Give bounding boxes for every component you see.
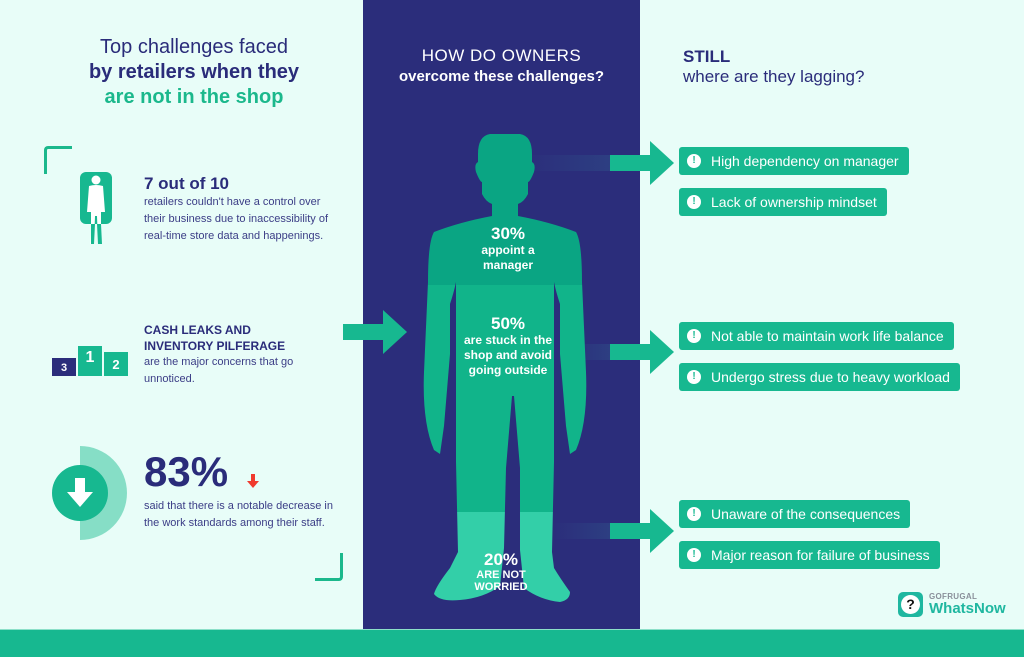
stat-cash-leaks: CASH LEAKS AND INVENTORY PILFERAGE are t…	[144, 322, 344, 388]
person-icon	[80, 172, 112, 244]
footer-band	[0, 629, 1024, 657]
lagging-item: ! Major reason for failure of business	[679, 541, 940, 569]
right-heading: STILL where are they lagging?	[683, 47, 864, 87]
down-arrow-circle-icon	[50, 446, 130, 540]
down-arrow-icon	[247, 474, 259, 488]
center-heading: HOW DO OWNERS overcome these challenges?	[363, 45, 640, 87]
lagging-item-label: Undergo stress due to heavy workload	[711, 369, 950, 385]
left-heading-line3: are not in the shop	[104, 86, 284, 108]
arrow-right-icon	[610, 509, 674, 553]
stat2-headline-line1: CASH LEAKS AND	[144, 323, 251, 337]
stat2-headline-line2: INVENTORY PILFERAGE	[144, 339, 286, 353]
center-heading-line1: HOW DO OWNERS	[421, 46, 582, 65]
person-silhouette-icon	[423, 134, 587, 602]
alert-icon: !	[687, 154, 701, 168]
lagging-item-label: Major reason for failure of business	[711, 547, 930, 563]
right-heading-line1: STILL	[683, 47, 731, 66]
lagging-item: ! Lack of ownership mindset	[679, 188, 887, 216]
podium-first: 1	[78, 346, 102, 376]
alert-icon: !	[687, 507, 701, 521]
connector-bar	[552, 523, 612, 539]
logo-brand: GOFRUGAL	[929, 592, 978, 601]
podium-icon: 3 1 2	[52, 346, 128, 376]
center-heading-line2: overcome these challenges?	[398, 68, 605, 85]
segment-manager: 30% appoint a manager	[438, 224, 578, 273]
segment-stuck-text: are stuck in the shop and avoid going ou…	[463, 333, 553, 377]
arrow-right-icon	[610, 330, 674, 374]
question-mark-icon: ?	[898, 592, 923, 617]
right-heading-line2: where are they lagging?	[683, 67, 865, 86]
lagging-item: ! High dependency on manager	[679, 147, 909, 175]
logo-glyph: ?	[901, 595, 920, 614]
segment-not-worried-pct: 20%	[483, 550, 519, 569]
brand-logo: ? GOFRUGAL WhatsNow	[898, 592, 1006, 617]
lagging-item: ! Undergo stress due to heavy workload	[679, 363, 960, 391]
stat2-body: are the major concerns that go unnoticed…	[144, 356, 294, 385]
alert-icon: !	[687, 548, 701, 562]
podium-third: 3	[52, 358, 76, 376]
left-heading: Top challenges faced by retailers when t…	[56, 35, 332, 110]
lagging-item-label: Lack of ownership mindset	[711, 194, 877, 210]
lagging-item: ! Not able to maintain work life balance	[679, 322, 954, 350]
arrow-right-icon	[610, 141, 674, 185]
logo-product: WhatsNow	[929, 600, 1006, 617]
lagging-item-label: Unaware of the consequences	[711, 506, 901, 522]
bracket-bottom-right	[315, 553, 343, 581]
alert-icon: !	[687, 195, 701, 209]
segment-not-worried: 20% ARE NOT WORRIED	[466, 550, 536, 593]
stat-real-time-data: 7 out of 10 retailers couldn't have a co…	[144, 174, 344, 245]
alert-icon: !	[687, 370, 701, 384]
stat1-body: retailers couldn't have a control over t…	[144, 196, 329, 242]
lagging-item-label: High dependency on manager	[711, 153, 899, 169]
segment-manager-text: appoint a manager	[481, 243, 535, 272]
segment-manager-pct: 30%	[490, 224, 526, 243]
bracket-top-left	[44, 146, 72, 174]
segment-not-worried-text: ARE NOT WORRIED	[474, 569, 528, 593]
lagging-item: ! Unaware of the consequences	[679, 500, 911, 528]
stat3-body: said that there is a notable decrease in…	[144, 500, 333, 529]
segment-stuck-pct: 50%	[490, 314, 526, 333]
podium-second: 2	[104, 352, 128, 376]
logo-text: GOFRUGAL WhatsNow	[929, 592, 1006, 617]
lagging-item-label: Not able to maintain work life balance	[711, 328, 944, 344]
segment-stuck: 50% are stuck in the shop and avoid goin…	[448, 314, 568, 378]
left-heading-line2: by retailers when they	[88, 61, 300, 83]
arrow-right-icon	[343, 310, 407, 354]
stat1-headline: 7 out of 10	[144, 174, 230, 193]
stat3-value: 83%	[144, 448, 229, 495]
alert-icon: !	[687, 329, 701, 343]
stat-work-standards: said that there is a notable decrease in…	[144, 498, 344, 532]
connector-bar	[522, 155, 612, 171]
left-heading-line1: Top challenges faced	[100, 36, 288, 58]
